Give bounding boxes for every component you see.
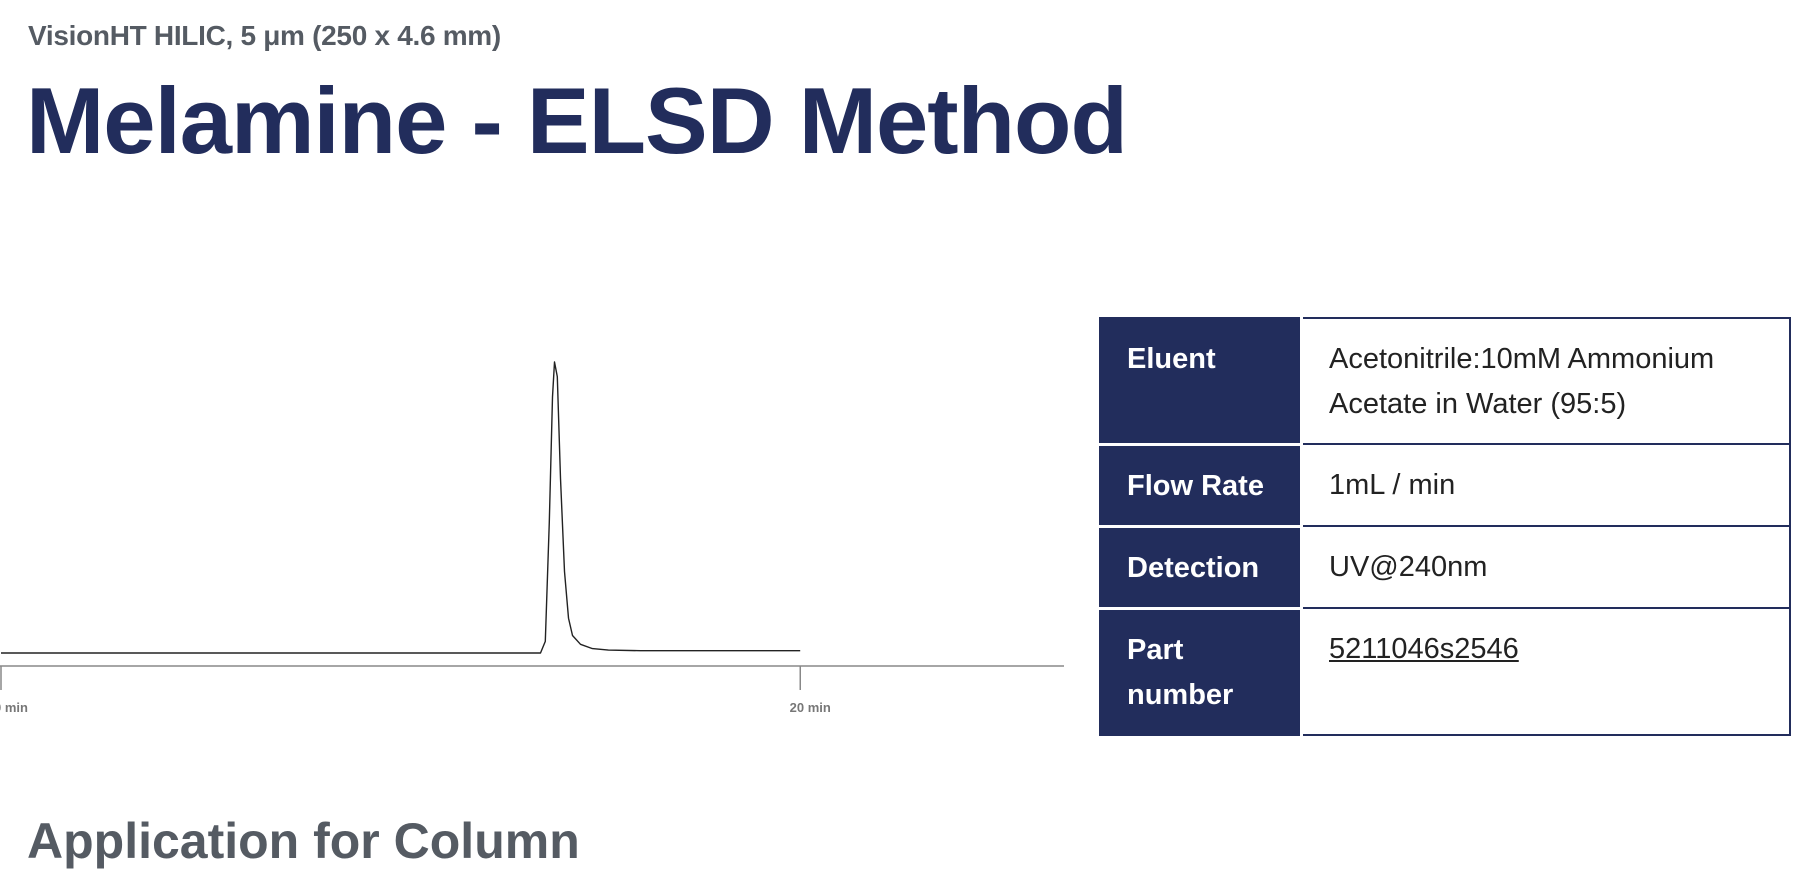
table-row-eluent: Eluent Acetonitrile:10mM Ammonium Acetat…	[1099, 317, 1791, 445]
x-tick-label: 0 min	[0, 700, 28, 715]
table-row-flow-rate: Flow Rate 1mL / min	[1099, 442, 1791, 527]
chromatogram-chart: 0 min 20 min	[0, 361, 1064, 715]
method-parameters-table: Eluent Acetonitrile:10mM Ammonium Acetat…	[1099, 317, 1791, 736]
eluent-value: Acetonitrile:10mM Ammonium Acetate in Wa…	[1300, 317, 1791, 445]
section-heading: Application for Column	[27, 813, 580, 869]
table-row-part-number: Part number 5211046s2546	[1099, 606, 1791, 736]
part-number-label: Part number	[1099, 606, 1303, 736]
part-number-cell: 5211046s2546	[1300, 607, 1791, 736]
column-subtitle: VisionHT HILIC, 5 μm (250 x 4.6 mm)	[28, 20, 501, 51]
flow-rate-label: Flow Rate	[1099, 442, 1303, 527]
detection-label: Detection	[1099, 524, 1303, 609]
page-title: Melamine - ELSD Method	[26, 68, 1128, 173]
part-number-link[interactable]: 5211046s2546	[1329, 633, 1519, 665]
flow-rate-value: 1mL / min	[1300, 443, 1791, 527]
chromatogram-trace	[1, 361, 801, 654]
eluent-label: Eluent	[1099, 317, 1303, 445]
table-row-detection: Detection UV@240nm	[1099, 524, 1791, 609]
detection-value: UV@240nm	[1300, 525, 1791, 609]
x-tick-label: 20 min	[790, 700, 831, 715]
